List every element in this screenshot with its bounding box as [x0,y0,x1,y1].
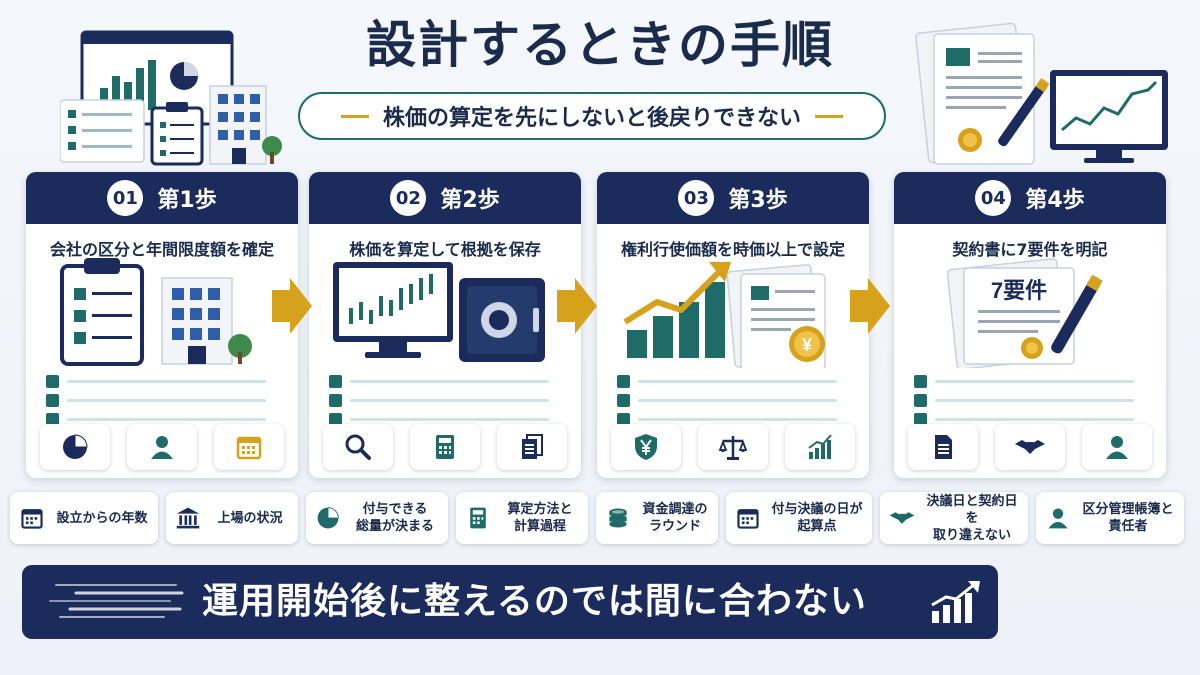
factor-label: 付与決議の日が 起算点 [771,502,863,534]
factor-grant-total: 付与できる 総量が決まる [306,492,448,544]
factor-label: 設立からの年数 [56,510,148,526]
checklist-row [329,410,549,428]
step-number: 04 [975,180,1012,216]
factor-label: 上場の状況 [217,510,283,526]
growth-chart-icon [931,581,980,623]
step-icon-row [611,424,855,470]
factor-label: 区分管理帳簿と 責任者 [1082,502,1174,534]
monitor-safe-illustration [333,262,545,362]
calendar-icon [18,504,46,532]
contract-pen-illustration: 7要件 [946,258,1103,368]
checklist-row [914,372,1134,390]
person-icon [127,424,197,470]
document-icon [908,424,978,470]
factor-calculation-method: 算定方法と 計算過程 [456,492,588,544]
checklist-row [329,372,549,390]
factor-label: 算定方法と 計算過程 [507,502,573,534]
subtitle-pill: 株価の算定を先にしないと後戻りできない [298,92,886,140]
step-icon-row [323,424,567,470]
checklist [329,372,549,429]
step-card-header: 04 第4歩 [894,172,1166,224]
factor-label: 決議日と契約日を 取り違えない [926,493,1018,543]
step-label: 第4歩 [1025,188,1085,213]
dashboard-illustration [60,30,282,166]
step-description: 株価を算定して根拠を保存 [349,240,541,259]
calculator-icon [410,424,480,470]
step-icon-row [908,424,1152,470]
checklist-row [46,372,266,390]
subtitle-dash-left [340,114,369,118]
person-icon [1044,504,1072,532]
contract-title: 7要件 [991,278,1047,303]
factor-funding-round: 資金調達の ラウンド [596,492,718,544]
step-card-1: 01 第1歩 会社の区分と年間限度額を確定 [26,172,298,478]
subtitle-text: 株価の算定を先にしないと後戻りできない [382,106,801,131]
arrow-right-icon [272,278,312,334]
scale-icon [698,424,768,470]
step-number: 02 [390,180,427,216]
subtitle-dash-right [815,114,843,118]
contract-monitor-illustration [915,22,1168,165]
arrow-right-icon [850,278,890,334]
factor-label: 付与できる 総量が決まる [355,502,434,534]
checklist-row [617,391,837,409]
yen-coin-symbol: ¥ [802,335,812,355]
page-title: 設計するときの手順 [366,16,834,74]
calendar-icon [734,504,762,532]
factor-resolution-date: 付与決議の日が 起算点 [726,492,872,544]
checklist-row [617,410,837,428]
bank-icon [174,504,202,532]
factor-label: 資金調達の ラウンド [642,502,708,534]
checklist [914,372,1134,429]
step-description: 権利行使価額を時価以上で設定 [620,240,845,259]
checklist-row [914,410,1134,428]
factor-date-mixup: 決議日と契約日を 取り違えない [880,492,1028,544]
document-stack-icon [497,424,567,470]
step-card-3: 03 第3歩 権利行使価額を時価以上で設定 ¥ [597,172,869,478]
step-icon-row [40,424,284,470]
step-label: 第3歩 [728,188,788,213]
calculator-icon [464,504,492,532]
checklist-row [46,410,266,428]
coins-icon [604,504,632,532]
checklist-row [914,391,1134,409]
step-description: 契約書に7要件を明記 [952,240,1108,259]
factor-founding-years: 設立からの年数 [10,492,158,544]
step-number: 01 [107,180,144,216]
step-card-2: 02 第2歩 株価を算定して根拠を保存 [309,172,581,478]
growth-chart-document-illustration: ¥ [623,262,826,368]
banner-text: 運用開始後に整えるのでは間に合わない [202,581,867,622]
handshake-icon [888,504,916,532]
step-card-header: 03 第3歩 [597,172,869,224]
step-label: 第2歩 [440,188,500,213]
factor-listing-status: 上場の状況 [166,492,298,544]
factor-ledger-manager: 区分管理帳簿と 責任者 [1036,492,1184,544]
speed-lines-icon [49,584,184,618]
step-card-4: 04 第4歩 契約書に7要件を明記 7要件 [894,172,1166,478]
search-icon [323,424,393,470]
pie-chart-icon [314,504,342,532]
checklist [46,372,266,429]
calendar-icon [214,424,284,470]
step-label: 第1歩 [157,188,217,213]
person-icon [1082,424,1152,470]
step-card-header: 01 第1歩 [26,172,298,224]
step-description: 会社の区分と年間限度額を確定 [49,240,274,259]
handshake-icon [995,424,1065,470]
growth-chart-icon [785,424,855,470]
step-number: 03 [678,180,715,216]
yen-shield-icon [611,424,681,470]
clipboard-building-illustration [60,258,252,366]
checklist-row [329,391,549,409]
checklist-row [46,391,266,409]
step-card-header: 02 第2歩 [309,172,581,224]
checklist [617,372,837,429]
checklist-row [617,372,837,390]
arrow-right-icon [557,278,597,334]
bottom-banner: 運用開始後に整えるのでは間に合わない [22,565,998,639]
pie-chart-icon [40,424,110,470]
